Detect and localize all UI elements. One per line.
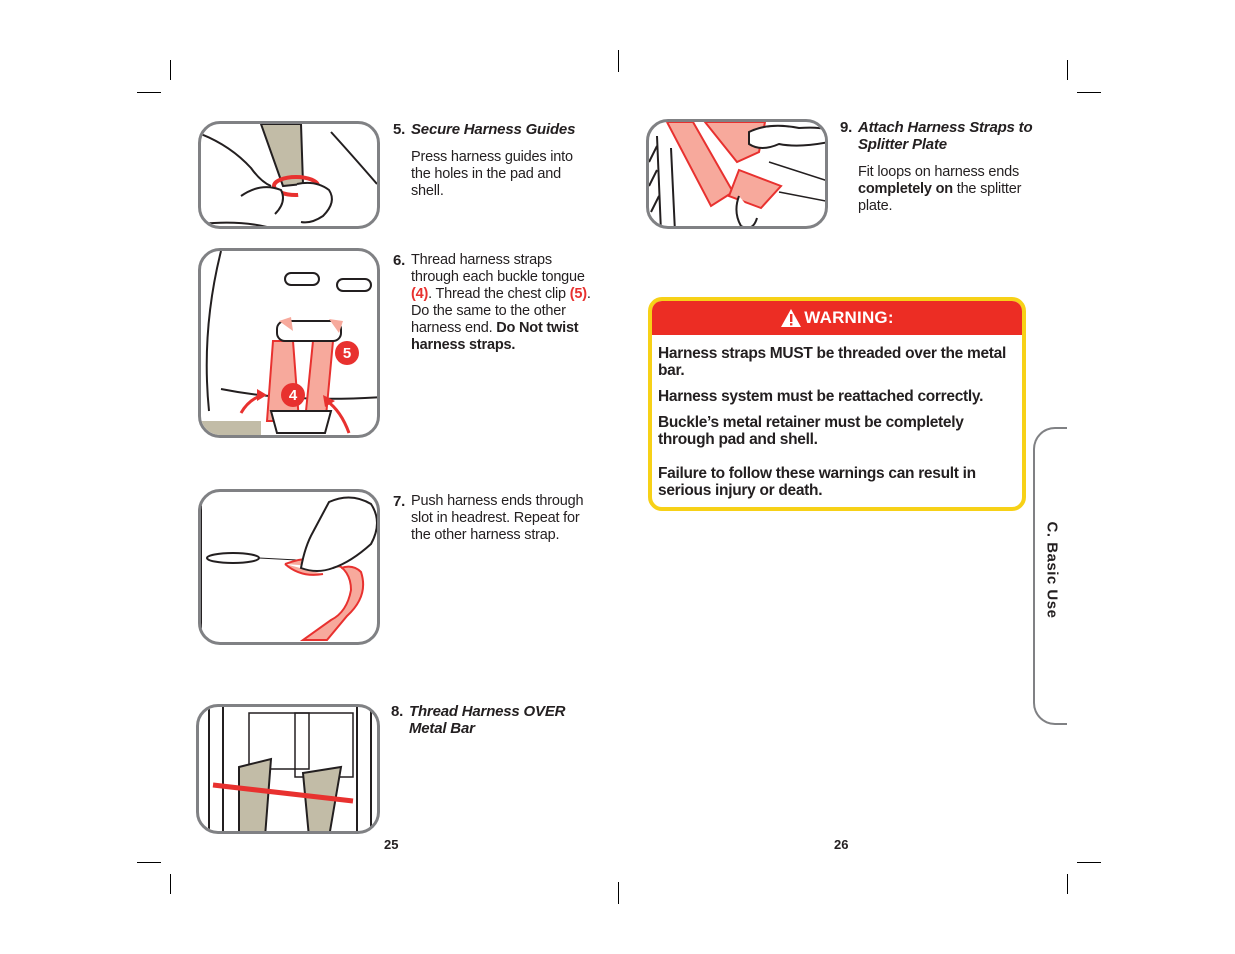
step-text-block: Fit loops on harness ends completely on …: [858, 164, 1033, 215]
crop-mark: [1077, 862, 1101, 863]
crop-mark: [1067, 60, 1068, 80]
step-9: 9. Attach Harness Straps to Splitter Pla…: [840, 119, 1033, 215]
step-number: 7.: [393, 493, 406, 510]
step-number: 9.: [840, 119, 853, 136]
crop-mark: [1067, 874, 1068, 894]
step-7: 7. Push harness ends through slot in hea…: [393, 493, 586, 544]
page-number-left: 25: [384, 837, 399, 852]
step-number: 6.: [393, 252, 406, 269]
crop-mark: [170, 874, 171, 894]
step-emphasis: completely on: [858, 181, 953, 197]
warning-item: Buckle’s metal retainer must be complete…: [658, 414, 964, 448]
step-text: the splitter plate.: [858, 181, 1022, 214]
step-text: Fit loops on harness ends: [858, 164, 1020, 180]
step-8-illustration: [196, 704, 380, 834]
step-number: 5.: [393, 121, 406, 138]
warning-final: Failure to follow these warnings can res…: [658, 465, 976, 499]
step-8: 8. Thread Harness OVER Metal Bar: [391, 703, 584, 737]
step-title: Thread Harness OVER Metal Bar: [409, 703, 566, 737]
step-text: . Thread the chest clip: [428, 286, 566, 302]
step-6: 6. Thread harness straps through each bu…: [393, 252, 591, 354]
step-text: Press harness guides into the holes in t…: [411, 149, 573, 199]
crop-mark: [170, 60, 171, 80]
step-9-illustration: [646, 119, 828, 229]
buckle-tongue-ref: (4): [411, 286, 429, 302]
crop-mark: [137, 862, 161, 863]
step-6-illustration: 5 4: [198, 248, 380, 438]
step-5: 5. Secure Harness Guides Press harness g…: [393, 121, 596, 200]
crop-mark: [137, 92, 161, 93]
crop-mark: [1077, 92, 1101, 93]
callout-4: 4: [281, 383, 305, 407]
section-tab: [1033, 427, 1067, 725]
step-text: . Do the same to the other harness end.: [411, 286, 591, 336]
step-title: Secure Harness Guides: [411, 121, 576, 138]
callout-5: 5: [335, 341, 359, 365]
section-tab-label: C. Basic Use: [1042, 500, 1062, 640]
step-title: Attach Harness Straps to Splitter Plate: [858, 119, 1033, 153]
step-text: Push harness ends through slot in headre…: [411, 493, 584, 543]
warning-body: Harness straps MUST be threaded over the…: [652, 335, 1022, 499]
step-5-illustration: [198, 121, 380, 229]
crop-mark: [618, 882, 619, 904]
step-text: Thread harness straps through each buckl…: [411, 252, 585, 285]
chest-clip-ref: (5): [569, 286, 587, 302]
crop-mark: [618, 50, 619, 72]
warning-item: Harness straps MUST be threaded over the…: [658, 345, 1006, 379]
warning-title: WARNING:: [804, 308, 894, 327]
step-7-illustration: [198, 489, 380, 645]
warning-box: WARNING: Harness straps MUST be threaded…: [648, 297, 1026, 511]
section-tab-text: C. Basic Use: [1043, 521, 1061, 619]
page-number-right: 26: [834, 837, 849, 852]
warning-triangle-icon: [781, 309, 802, 327]
warning-item: Harness system must be reattached correc…: [658, 388, 984, 405]
step-emphasis: Do Not twist harness straps.: [411, 320, 579, 353]
step-number: 8.: [391, 703, 404, 720]
warning-header: WARNING:: [652, 301, 1022, 335]
